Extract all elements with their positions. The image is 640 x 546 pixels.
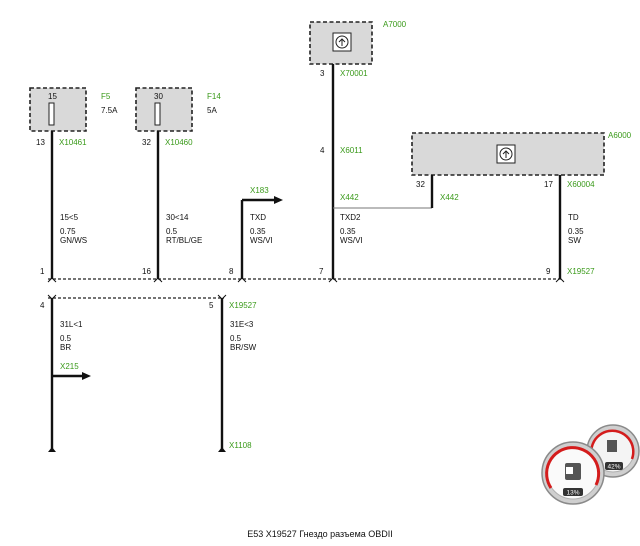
fuse-f5-box [29, 87, 87, 132]
wire-td-signal: TD [568, 213, 579, 222]
connector-x442-left: X442 [340, 193, 359, 202]
x183-arrow-icon [274, 196, 283, 204]
fuse-f14-pin: 30 [154, 92, 163, 101]
cpu-badge [563, 488, 583, 496]
wire-txd2-gauge: 0.35 [340, 227, 356, 236]
connector-x19527-bottom: X19527 [229, 301, 257, 310]
wire-31l-1: 4 31L<1 0.5 BR X215 [40, 298, 91, 452]
pin-32-fuse: 32 [142, 138, 151, 147]
wire-txd-gauge: 0.35 [250, 227, 266, 236]
wire-txd: X183 TXD 0.35 WS/VI 8 [229, 186, 283, 279]
connector-x10460: X10460 [165, 138, 193, 147]
wire-txd-signal: TXD [250, 213, 266, 222]
cpu-dial: 13% [541, 441, 605, 505]
connector-x1108: X1108 [229, 441, 252, 450]
module-a7000: A7000 [309, 20, 407, 65]
module-a7000-label: A7000 [383, 20, 407, 29]
wire-15-5-gauge: 0.75 [60, 227, 76, 236]
wire-30-14: 32 X10460 30<14 0.5 RT/BL/GE 16 [142, 131, 202, 279]
wire-31e-3-gauge: 0.5 [230, 334, 242, 343]
memory-percent: 42% [607, 464, 620, 471]
fuse-f14-symbol [154, 102, 161, 126]
pin-16: 16 [142, 267, 151, 276]
pin-8: 8 [229, 267, 234, 276]
memory-badge [605, 462, 623, 470]
wire-txd2: 3 X70001 4 X6011 X442 32 X442 TXD2 0.35 … [319, 64, 459, 279]
connector-x19527-top: X19527 [567, 267, 595, 276]
fuse-f5-symbol [48, 102, 55, 126]
fuse-f5: 15 F5 7.5A [29, 87, 118, 132]
wire-15-5-color: GN/WS [60, 236, 87, 245]
fuse-f5-rating: 7.5A [101, 106, 118, 115]
wire-td-color: SW [568, 236, 581, 245]
ground-icon-right [218, 447, 226, 452]
connector-x19527-pin-marks [47, 277, 565, 283]
wire-txd-color: WS/VI [250, 236, 273, 245]
connector-x10461: X10461 [59, 138, 87, 147]
fuse-f14: 30 F14 5A [135, 87, 221, 132]
fuse-f14-rating: 5A [207, 106, 217, 115]
wire-31l-1-signal: 31L<1 [60, 320, 83, 329]
pin-9: 9 [546, 267, 551, 276]
pin-4-x6011: 4 [320, 146, 325, 155]
connector-x70001: X70001 [340, 69, 368, 78]
wire-txd2-signal: TXD2 [340, 213, 361, 222]
module-a6000-label: A6000 [608, 131, 632, 140]
wire-31e-3: 5 X19527 31E<3 0.5 BR/SW X1108 [209, 298, 257, 452]
wire-31l-1-color: BR [60, 343, 71, 352]
x215-arrow-icon [82, 372, 91, 380]
wire-31l-1-gauge: 0.5 [60, 334, 72, 343]
module-a7000-icon [332, 32, 352, 52]
fuse-f5-id: F5 [101, 92, 111, 101]
pin-4-bottom: 4 [40, 301, 45, 310]
diagram-caption: E53 X19527 Гнездо разъема OBDII [247, 529, 393, 539]
connector-x215: X215 [60, 362, 79, 371]
module-a6000: A6000 [411, 131, 632, 176]
connector-x442-right: X442 [440, 193, 459, 202]
wire-txd2-color: WS/VI [340, 236, 363, 245]
pin-17: 17 [544, 180, 553, 189]
cpu-meter-gadget[interactable]: 42% 13% [541, 424, 640, 505]
cpu-percent: 13% [566, 490, 579, 497]
pin-5: 5 [209, 301, 214, 310]
wire-15-5: 13 X10461 15<5 0.75 GN/WS 1 [36, 131, 87, 279]
wire-30-14-signal: 30<14 [166, 213, 189, 222]
pin-32-module: 32 [416, 180, 425, 189]
pin-3: 3 [320, 69, 325, 78]
fuse-f14-id: F14 [207, 92, 221, 101]
fuse-f14-box [135, 87, 193, 132]
memory-dial-icon [607, 440, 617, 452]
wire-15-5-signal: 15<5 [60, 213, 79, 222]
wire-31e-3-signal: 31E<3 [230, 320, 254, 329]
ground-icon-left [48, 447, 56, 452]
wire-td-gauge: 0.35 [568, 227, 584, 236]
module-a6000-icon [496, 144, 516, 164]
connector-x6011: X6011 [340, 146, 363, 155]
connector-x183: X183 [250, 186, 269, 195]
wire-31e-3-color: BR/SW [230, 343, 257, 352]
pin-13: 13 [36, 138, 45, 147]
fuse-f5-pin: 15 [48, 92, 57, 101]
pin-7: 7 [319, 267, 324, 276]
wire-30-14-color: RT/BL/GE [166, 236, 202, 245]
wire-30-14-gauge: 0.5 [166, 227, 178, 236]
wire-td: 17 X60004 TD 0.35 SW 9 X19527 [544, 175, 595, 279]
connector-x60004: X60004 [567, 180, 595, 189]
pin-1: 1 [40, 267, 45, 276]
